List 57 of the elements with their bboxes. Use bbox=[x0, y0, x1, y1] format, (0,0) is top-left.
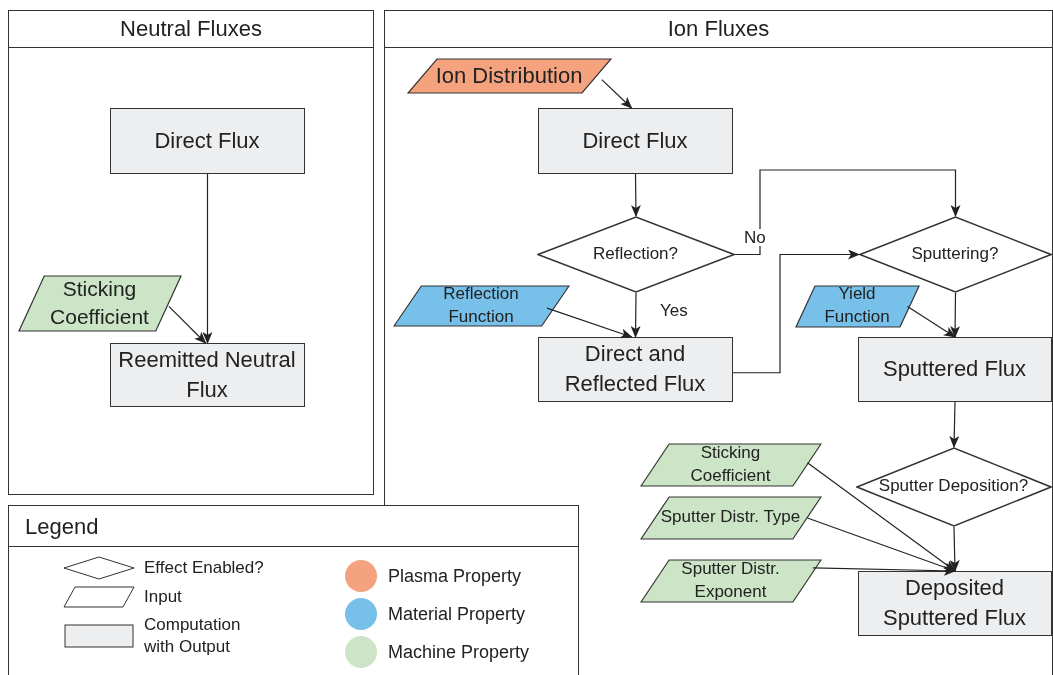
process-box bbox=[109, 342, 305, 407]
legend-label: Plasma Property bbox=[388, 564, 522, 588]
input-parallelogram bbox=[17, 274, 182, 332]
input-parallelogram bbox=[639, 442, 822, 487]
legend-label: Computation with Output bbox=[144, 614, 242, 659]
process-box bbox=[537, 107, 733, 174]
arrow bbox=[734, 169, 961, 256]
arrow bbox=[949, 526, 960, 572]
arrow bbox=[732, 249, 860, 374]
input-label: Reflection Function bbox=[442, 282, 520, 328]
input-label: Ion Distribution bbox=[435, 61, 583, 90]
decision-label: Sputter Deposition? bbox=[878, 475, 1029, 498]
edge-label: No bbox=[742, 229, 768, 246]
legend-label: Machine Property bbox=[388, 640, 530, 664]
process-box bbox=[109, 107, 305, 174]
box-label: Direct and Reflected Flux bbox=[563, 340, 707, 398]
arrow bbox=[906, 305, 956, 338]
decision-label: Reflection? bbox=[592, 242, 679, 265]
input-label: Sputter Distr. Type bbox=[660, 506, 801, 529]
arrow bbox=[949, 401, 960, 448]
input-parallelogram bbox=[794, 284, 920, 328]
decision-diamond bbox=[855, 446, 1052, 527]
process-box bbox=[857, 570, 1052, 636]
input-label: Yield Function bbox=[823, 283, 891, 328]
arrow bbox=[950, 292, 961, 338]
panel bbox=[8, 10, 374, 495]
arrow bbox=[630, 292, 641, 338]
arrow bbox=[630, 173, 641, 217]
input-parallelogram bbox=[639, 495, 822, 540]
arrow bbox=[546, 307, 633, 339]
input-label: Sputter Distr. Exponent bbox=[680, 557, 781, 603]
arrow bbox=[168, 305, 207, 344]
input-label: Sticking Coefficient bbox=[689, 441, 772, 487]
arrow bbox=[601, 79, 633, 109]
arrow bbox=[812, 565, 956, 576]
legend-label: Effect Enabled? bbox=[144, 556, 265, 579]
panel-title: Neutral Fluxes bbox=[120, 15, 262, 44]
legend-label: Input bbox=[144, 586, 183, 608]
panel-title: Ion Fluxes bbox=[667, 15, 770, 44]
input-parallelogram bbox=[392, 284, 570, 327]
edge-label: Yes bbox=[658, 302, 690, 319]
box-label: Deposited Sputtered Flux bbox=[881, 574, 1028, 632]
box-label: Direct Flux bbox=[582, 126, 688, 155]
arrow bbox=[202, 173, 213, 344]
box-label: Reemitted Neutral Flux bbox=[117, 345, 297, 404]
process-box bbox=[537, 336, 733, 402]
decision-label: Sputtering? bbox=[911, 242, 999, 265]
input-parallelogram bbox=[639, 558, 822, 603]
decision-diamond bbox=[536, 215, 735, 293]
arrow bbox=[806, 462, 956, 572]
box-label: Direct Flux bbox=[154, 126, 260, 155]
process-box bbox=[857, 336, 1052, 402]
legend-label: Material Property bbox=[388, 602, 526, 626]
box-label: Sputtered Flux bbox=[882, 355, 1027, 384]
input-label: Sticking Coefficient bbox=[49, 275, 150, 330]
input-parallelogram bbox=[406, 57, 612, 94]
legend-title: Legend bbox=[25, 512, 99, 541]
